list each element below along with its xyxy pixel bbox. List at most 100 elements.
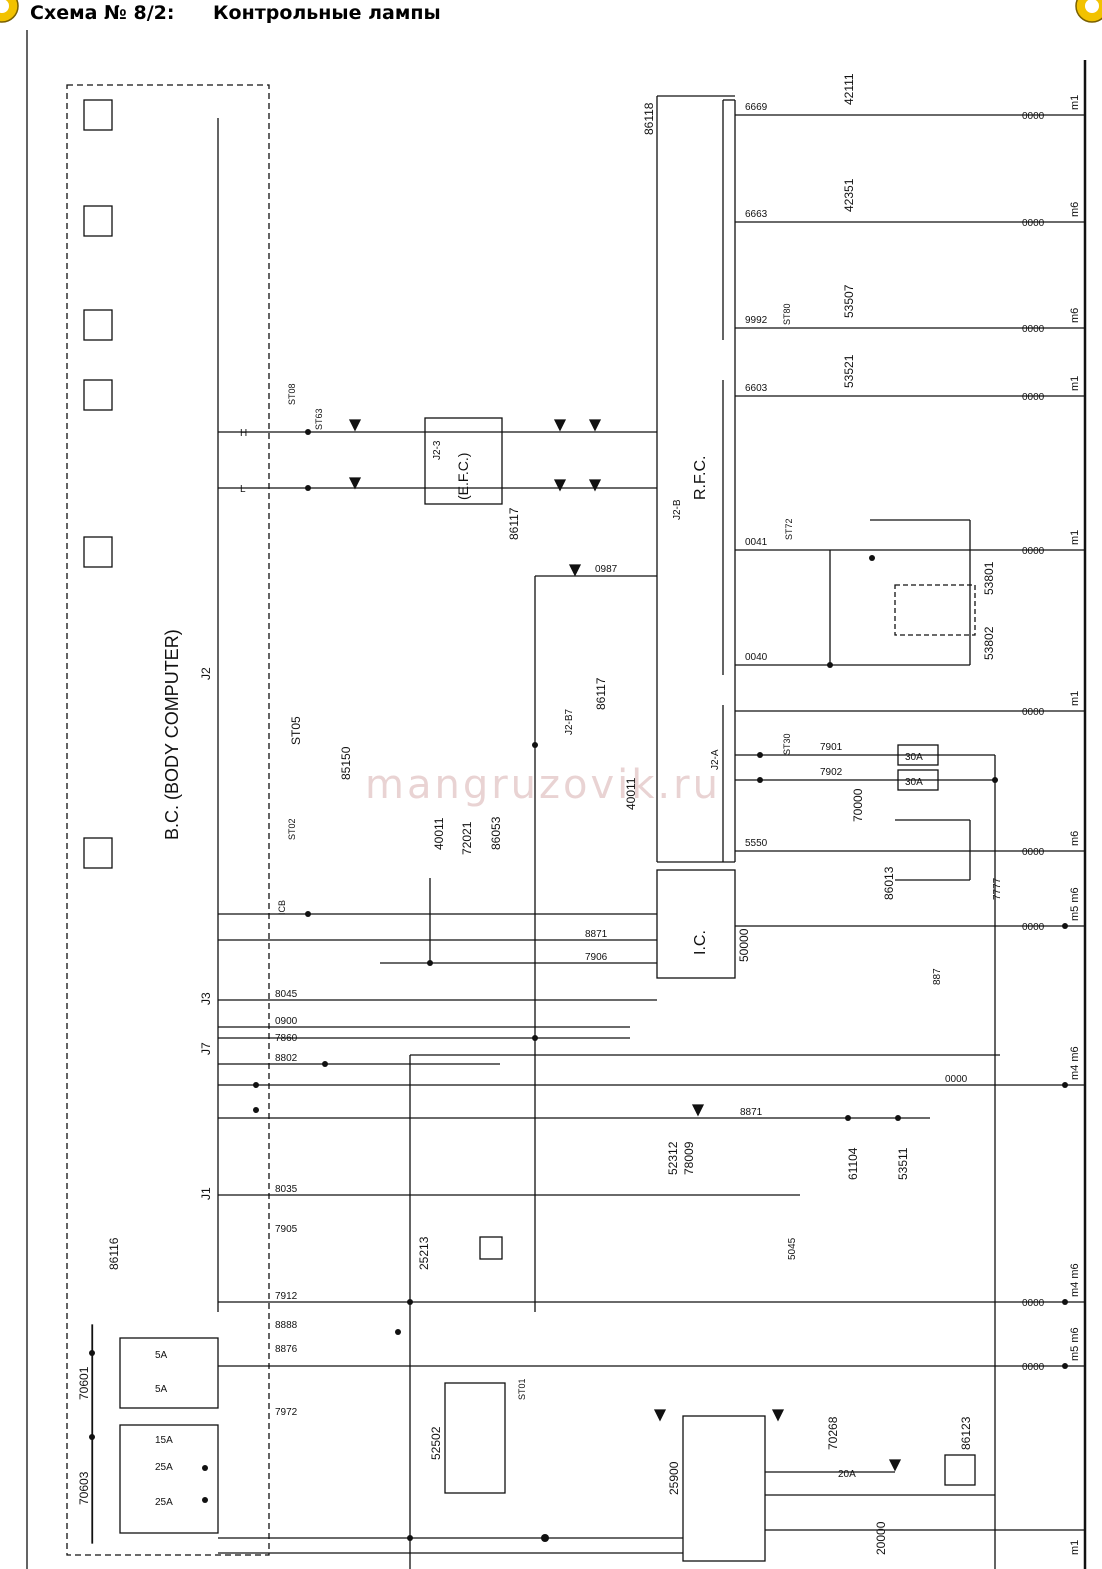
wire-8035: 8035 bbox=[275, 1184, 298, 1195]
label-icb: ICB bbox=[277, 900, 287, 915]
connector-j1: J1 bbox=[199, 1187, 213, 1200]
comp-53802: 53802 bbox=[982, 626, 996, 660]
gear-logo-icon bbox=[0, 0, 19, 23]
comp-42111: 42111 bbox=[842, 73, 856, 105]
ic-label: I.C. bbox=[692, 930, 709, 955]
comp-25900: 25900 bbox=[667, 1461, 681, 1495]
label-st72: ST72 bbox=[784, 518, 794, 540]
comp-40011: 40011 bbox=[432, 817, 446, 850]
ground-label: m1 bbox=[1069, 1540, 1081, 1555]
comp-70603: 70603 bbox=[77, 1471, 91, 1505]
comp-86053: 86053 bbox=[489, 816, 503, 850]
wire-8888: 8888 bbox=[275, 1320, 298, 1331]
comp-887: 887 bbox=[932, 968, 943, 985]
diagram-number: Схема № 8/2: bbox=[30, 2, 175, 24]
comp-70601: 70601 bbox=[77, 1366, 91, 1400]
rfc-label: R.F.C. bbox=[692, 456, 709, 500]
wire-0000: 0000 bbox=[1022, 847, 1045, 858]
ground-label: m5 m6 bbox=[1069, 887, 1081, 921]
fuse-30a-2: 30A bbox=[905, 777, 923, 788]
connector-j2-3: J2-3 bbox=[432, 440, 443, 460]
label-h: H bbox=[240, 428, 247, 439]
comp-86118: 86118 bbox=[642, 102, 656, 135]
wire-7901: 7901 bbox=[820, 742, 843, 753]
fuse-5a-2: 5A bbox=[155, 1384, 168, 1395]
comp-25213: 25213 bbox=[417, 1236, 431, 1270]
connector-j2b: J2-B bbox=[672, 499, 683, 520]
efc-label: (E.F.C.) bbox=[455, 453, 471, 500]
ground-label: m6 bbox=[1069, 831, 1081, 846]
comp-86117-a: 86117 bbox=[507, 507, 521, 540]
comp-40011-b: 40011 bbox=[624, 777, 638, 810]
comp-52312: 52312 bbox=[666, 1141, 680, 1175]
comp-86013: 86013 bbox=[882, 866, 896, 900]
wire-5045: 5045 bbox=[787, 1237, 798, 1260]
wire-6669: 6669 bbox=[745, 102, 768, 113]
fuse-25a-2: 25A bbox=[155, 1497, 173, 1508]
comp-53511: 53511 bbox=[896, 1147, 910, 1180]
wire-8045: 8045 bbox=[275, 989, 298, 1000]
comp-78009: 78009 bbox=[682, 1141, 696, 1175]
gear-logo-icon bbox=[1075, 0, 1102, 23]
wire-0040: 0040 bbox=[745, 652, 768, 663]
wire-0000-b: 0000 bbox=[945, 1074, 968, 1085]
wire-9992: 9992 bbox=[745, 315, 768, 326]
diagram-title: Контрольные лампы bbox=[213, 2, 441, 24]
label-st01: ST01 bbox=[517, 1378, 527, 1400]
wire-0000: 0000 bbox=[1022, 546, 1045, 557]
connector-j7: J7 bbox=[199, 1042, 213, 1055]
wire-0900: 0900 bbox=[275, 1016, 298, 1027]
comp-50000: 50000 bbox=[737, 928, 751, 962]
wire-8802: 8802 bbox=[275, 1053, 298, 1064]
comp-42351: 42351 bbox=[842, 178, 856, 212]
ground-label: m4 m6 bbox=[1069, 1263, 1081, 1297]
wire-7777: 7777 bbox=[992, 877, 1003, 900]
wire-0041: 0041 bbox=[745, 537, 768, 548]
comp-53521: 53521 bbox=[842, 354, 856, 388]
connector-j2: J2 bbox=[199, 667, 213, 680]
wire-8871-b: 8871 bbox=[740, 1107, 763, 1118]
comp-52502: 52502 bbox=[429, 1426, 443, 1460]
label-st63: ST63 bbox=[314, 408, 324, 430]
label-st80: ST80 bbox=[782, 303, 792, 325]
comp-20000: 20000 bbox=[874, 1521, 888, 1555]
fuse-30a-1: 30A bbox=[905, 752, 923, 763]
wire-7906: 7906 bbox=[585, 952, 608, 963]
bc-label: B.C. (BODY COMPUTER) bbox=[162, 629, 182, 840]
wire-0000: 0000 bbox=[1022, 324, 1045, 335]
wire-0987: 0987 bbox=[595, 564, 618, 575]
wire-6663: 6663 bbox=[745, 209, 768, 220]
ground-label: m1 bbox=[1069, 376, 1081, 391]
comp-53507: 53507 bbox=[842, 284, 856, 318]
ground-label: m6 bbox=[1069, 202, 1081, 217]
page-header: Схема № 8/2: Контрольные лампы bbox=[0, 0, 1102, 28]
comp-70268: 70268 bbox=[826, 1416, 840, 1450]
wire-6603: 6603 bbox=[745, 383, 768, 394]
comp-86116: 86116 bbox=[107, 1237, 121, 1270]
connector-j2a: J2-A bbox=[710, 749, 721, 770]
wire-8871: 8871 bbox=[585, 929, 608, 940]
wire-0000: 0000 bbox=[1022, 1298, 1045, 1309]
ground-label: m1 bbox=[1069, 530, 1081, 545]
label-st02: ST02 bbox=[287, 818, 297, 840]
ground-label: m4 m6 bbox=[1069, 1046, 1081, 1080]
comp-70000: 70000 bbox=[851, 788, 865, 822]
wire-0000: 0000 bbox=[1022, 218, 1045, 229]
connector-j3: J3 bbox=[199, 992, 213, 1005]
wire-5550: 5550 bbox=[745, 838, 768, 849]
comp-61104: 61104 bbox=[846, 1147, 860, 1180]
comp-st05: ST05 bbox=[289, 716, 303, 745]
wire-7902: 7902 bbox=[820, 767, 843, 778]
wire-0000: 0000 bbox=[1022, 1362, 1045, 1373]
label-st30: ST30 bbox=[782, 733, 792, 755]
fuse-25a-1: 25A bbox=[155, 1462, 173, 1473]
fuse-5a-1: 5A bbox=[155, 1350, 168, 1361]
ground-label: m6 bbox=[1069, 308, 1081, 323]
label-l: L bbox=[240, 484, 246, 495]
wire-8876: 8876 bbox=[275, 1344, 298, 1355]
comp-53801: 53801 bbox=[982, 561, 996, 595]
ground-label: m1 bbox=[1069, 691, 1081, 706]
label-st08: ST08 bbox=[287, 383, 297, 405]
fuse-20a: 20A bbox=[838, 1469, 856, 1480]
wire-7912: 7912 bbox=[275, 1291, 298, 1302]
